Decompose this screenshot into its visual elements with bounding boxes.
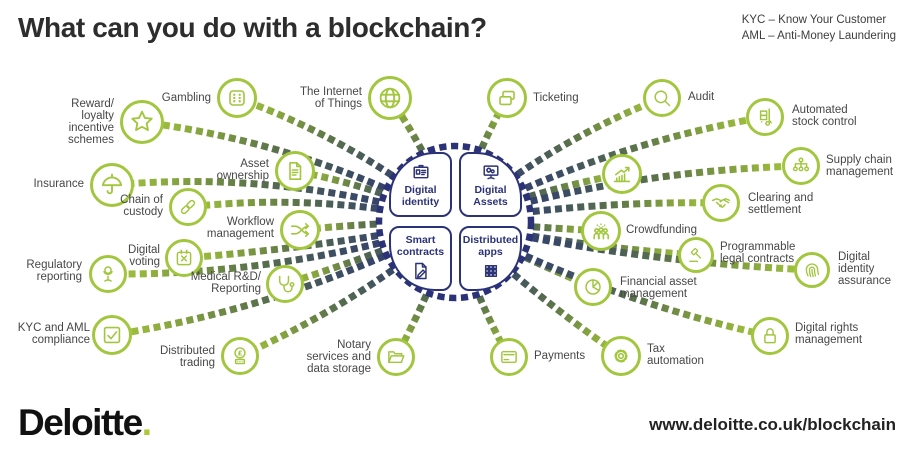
microphone-icon: [89, 255, 127, 293]
workflow-management-label: Workflow management: [206, 216, 274, 240]
distributed-trading-label: Distributed trading: [160, 345, 215, 369]
connector-line-gambling: [235, 94, 458, 225]
deloitte-logo: Deloitte.: [18, 402, 152, 444]
pound-icon: £: [221, 337, 259, 375]
programmable-legal-contracts-label: Programmable legal contracts: [720, 241, 796, 265]
legend-aml: AML – Anti-Money Laundering: [741, 29, 896, 42]
document-icon: [275, 151, 315, 191]
audit-label: Audit: [688, 91, 715, 103]
digital-rights-management-label: Digital rights management: [795, 322, 863, 346]
umbrella-icon: [90, 163, 134, 207]
chain-of-custody-label: Chain of custody: [120, 194, 163, 218]
quadrant-label-digital-assets: Digital Assets: [473, 184, 508, 208]
tax-automation-label: Tax automation: [647, 343, 704, 367]
financial-asset-management-label: Financial asset management: [620, 276, 697, 300]
asset-ownership-label: Asset ownership: [216, 158, 269, 182]
tree-icon: [782, 147, 820, 185]
kyc-aml-compliance-label: KYC and AML compliance: [17, 322, 90, 346]
deloitte-logo-dot: .: [141, 402, 152, 443]
supply-chain-management-label: Supply chain management: [826, 154, 894, 178]
gavel-icon: [678, 237, 714, 273]
padlock-icon: [751, 317, 789, 355]
doc-pencil-icon: [410, 260, 432, 282]
crowdfunding-label: Crowdfunding: [626, 224, 697, 236]
legend-kyc: KYC – Know Your Customer: [741, 14, 887, 26]
website-url: www.deloitte.co.uk/blockchain: [649, 415, 896, 434]
card-icon: [490, 338, 528, 376]
notary-services-label: Notary services and data storage: [306, 339, 371, 375]
crowd-icon: [581, 211, 621, 251]
digital-identity-assurance-label: Digital identity assurance: [838, 251, 892, 287]
growth-icon: [602, 154, 642, 194]
star-icon: [120, 100, 164, 144]
quadrant-label-smart-contracts: Smart contracts: [396, 234, 445, 258]
gambling-label: Gambling: [161, 92, 211, 104]
handshake-icon: [702, 184, 740, 222]
connector-line-programmable-legal-contracts: [454, 218, 697, 259]
connector-line-reward-loyalty: [141, 118, 457, 226]
magnifier-icon: [643, 79, 681, 117]
payments-label: Payments: [534, 350, 586, 362]
svg-text:£: £: [237, 348, 242, 357]
gear-icon: [601, 336, 641, 376]
folder-icon: [377, 338, 415, 376]
regulatory-reporting-label: Regulatory reporting: [26, 259, 82, 283]
reward-loyalty-label: Reward/ loyalty incentive schemes: [67, 98, 114, 146]
page-title: What can you do with a blockchain?: [18, 12, 487, 43]
deloitte-logo-text: Deloitte: [18, 402, 143, 443]
fingerprint-icon: [794, 252, 830, 288]
internet-of-things-label: The Internet of Things: [299, 86, 362, 110]
digital-voting-label: Digital voting: [128, 244, 160, 268]
clearing-settlement-label: Clearing and settlement: [748, 192, 814, 216]
quadrant-label-digital-identity: Digital identity: [401, 184, 440, 208]
dice-icon: [217, 78, 257, 118]
handtruck-icon: [746, 98, 784, 136]
chain-icon: [169, 188, 207, 226]
stethoscope-icon: [266, 265, 304, 303]
app-grid-icon: [480, 260, 502, 282]
connector-line-distributed-trading: [238, 219, 458, 360]
tickets-icon: [487, 78, 527, 118]
globe-icon: [368, 76, 412, 120]
automated-stock-control-label: Automated stock control: [792, 104, 857, 128]
pie-icon: [574, 268, 612, 306]
ballot-icon: [165, 239, 203, 277]
connector-line-medical-rd-reporting: [283, 218, 457, 288]
insurance-label: Insurance: [33, 178, 84, 190]
quadrant-label-distributed-apps: Distributed apps: [462, 234, 519, 258]
abbreviation-legend: KYC – Know Your Customer AML – Anti-Mone…: [742, 13, 896, 44]
medical-rd-reporting-label: Medical R&D/ Reporting: [190, 271, 261, 295]
ticketing-label: Ticketing: [533, 92, 579, 104]
monitor-gears-icon: [480, 161, 502, 183]
connector-line-digital-rights-management: [453, 218, 771, 340]
id-card-icon: [410, 161, 432, 183]
connector-line-automated-stock-control: [453, 113, 766, 226]
shuffle-icon: [280, 210, 320, 250]
checkbox-icon: [92, 315, 132, 355]
